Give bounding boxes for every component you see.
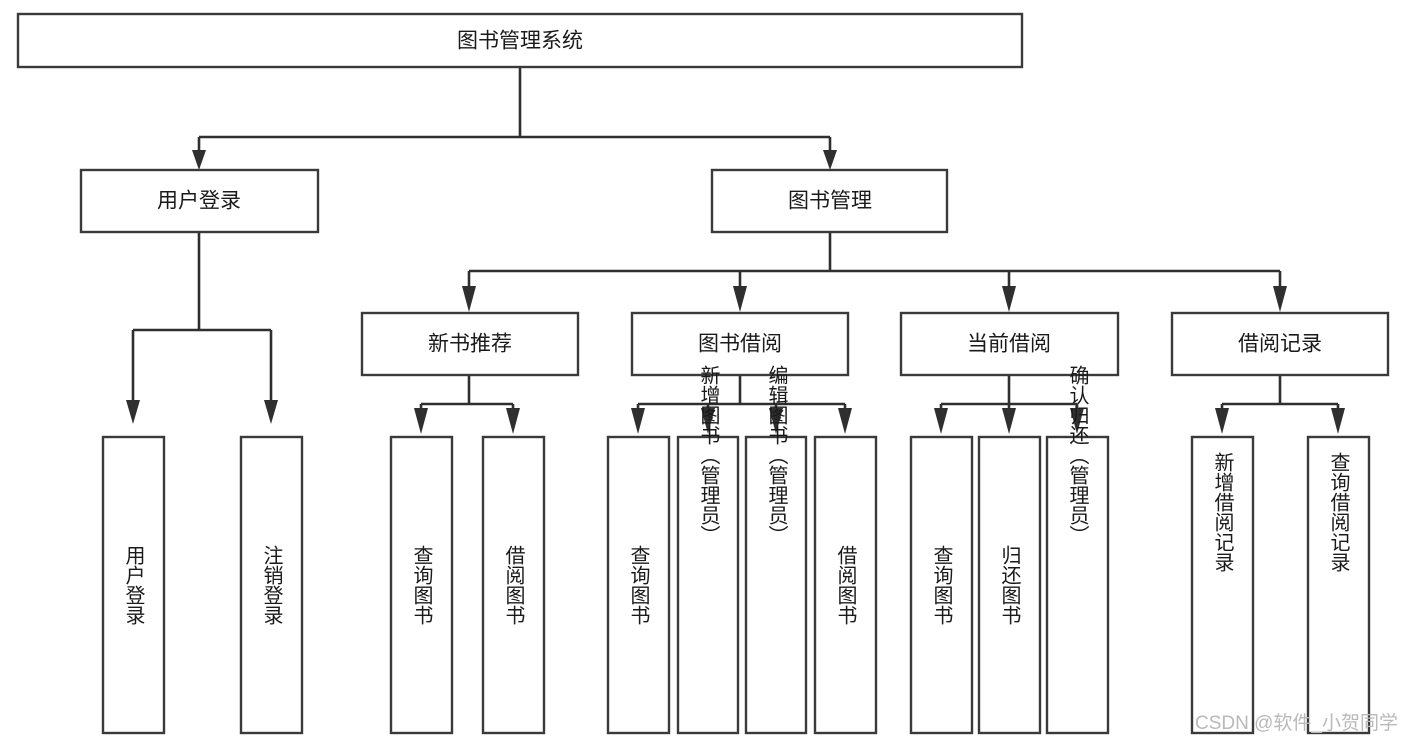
node-book-borrow[interactable]: 图书借阅	[630, 311, 850, 377]
node-leaf-add-borrow-record[interactable]: 新增借阅记录	[1190, 435, 1255, 735]
watermark: CSDN @软件_小贺同学	[1195, 712, 1398, 734]
node-borrow-record[interactable]: 借阅记录	[1170, 311, 1390, 377]
borrow-record-label: 借阅记录	[1238, 333, 1322, 356]
node-leaf-current-query-book[interactable]: 查询图书	[909, 435, 974, 735]
leaf-borrow-book-label: 借阅图书	[834, 545, 857, 625]
arrow-bookborrow-leaf-1	[631, 408, 645, 434]
leaf-user-login-label: 用户登录	[122, 545, 145, 625]
arrow-to-book-borrow	[733, 286, 747, 312]
arrow-to-userlogin	[192, 150, 206, 170]
node-new-book-recommend[interactable]: 新书推荐	[360, 311, 580, 377]
leaf-user-login-box[interactable]	[101, 435, 166, 735]
book-borrow-box[interactable]	[630, 311, 850, 377]
leaf-borrow-query-book-label: 查询图书	[627, 545, 650, 625]
leaf-newbook-borrow-book-label: 借阅图书	[502, 545, 525, 625]
leaf-add-book-admin-label: 新增图书（管理员）	[697, 365, 720, 545]
leaf-add-borrow-record-label: 新增借阅记录	[1211, 452, 1234, 572]
arrow-newbook-leaf-2	[506, 408, 520, 434]
current-borrow-box[interactable]	[899, 311, 1120, 377]
node-leaf-newbook-borrow-book[interactable]: 借阅图书	[481, 435, 546, 735]
leaf-newbook-borrow-book-box[interactable]	[481, 435, 546, 735]
leaf-query-borrow-record-label: 查询借阅记录	[1327, 452, 1350, 572]
arrow-currentborrow-leaf-1	[934, 408, 948, 434]
arrow-bookborrow-leaf-3	[769, 408, 783, 434]
arrow-to-current-borrow	[1002, 286, 1016, 312]
new-book-recommend-box[interactable]	[360, 311, 580, 377]
arrow-newbook-leaf-1	[414, 408, 428, 434]
node-leaf-borrow-query-book[interactable]: 查询图书	[606, 435, 671, 735]
leaf-confirm-return-admin-label: 确认归还（管理员）	[1066, 365, 1089, 545]
current-borrow-label: 当前借阅	[967, 333, 1051, 356]
leaf-add-book-admin-box[interactable]	[676, 435, 740, 735]
arrow-to-leaf-logout	[264, 400, 278, 424]
leaf-current-query-book-box[interactable]	[909, 435, 974, 735]
user-login-label: 用户登录	[157, 190, 241, 213]
node-leaf-query-borrow-record[interactable]: 查询借阅记录	[1306, 435, 1371, 735]
new-book-recommend-label: 新书推荐	[428, 333, 512, 356]
node-leaf-newbook-query-book[interactable]: 查询图书	[389, 435, 454, 735]
book-management-label: 图书管理	[788, 190, 872, 213]
root-box[interactable]	[16, 12, 1024, 69]
node-leaf-add-book-admin[interactable]: 新增图书（管理员）	[676, 365, 740, 735]
arrow-borrowrecord-leaf-1	[1215, 408, 1229, 434]
arrow-bookborrow-leaf-2	[701, 408, 715, 434]
leaf-confirm-return-admin-box[interactable]	[1045, 435, 1110, 735]
leaf-query-borrow-record-box[interactable]	[1306, 435, 1371, 735]
book-borrow-label: 图书借阅	[698, 333, 782, 356]
leaf-newbook-query-book-label: 查询图书	[410, 545, 433, 625]
leaf-return-book-label: 归还图书	[998, 545, 1021, 625]
arrow-to-new-book	[462, 286, 476, 312]
leaf-logout-box[interactable]	[239, 435, 304, 735]
node-leaf-borrow-book[interactable]: 借阅图书	[813, 435, 878, 735]
node-leaf-edit-book-admin[interactable]: 编辑图书（管理员）	[744, 365, 808, 735]
arrow-to-leaf-user-login	[126, 400, 140, 424]
leaf-borrow-query-book-box[interactable]	[606, 435, 671, 735]
arrow-borrowrecord-leaf-2	[1331, 408, 1345, 434]
borrow-record-box[interactable]	[1170, 311, 1390, 377]
node-leaf-user-login[interactable]: 用户登录	[101, 435, 166, 735]
arrow-currentborrow-leaf-3	[1070, 408, 1084, 434]
leaf-add-borrow-record-box[interactable]	[1190, 435, 1255, 735]
node-leaf-logout[interactable]: 注销登录	[239, 435, 304, 735]
connector-layer	[126, 67, 1345, 434]
arrow-bookborrow-leaf-4	[838, 408, 852, 434]
leaf-logout-label: 注销登录	[260, 545, 283, 625]
book-management-box[interactable]	[710, 168, 949, 234]
arrow-to-borrow-record	[1273, 286, 1287, 312]
arrow-currentborrow-leaf-2	[1002, 408, 1016, 434]
leaf-borrow-book-box[interactable]	[813, 435, 878, 735]
root-label: 图书管理系统	[457, 30, 583, 53]
node-root[interactable]: 图书管理系统	[16, 12, 1024, 69]
node-current-borrow[interactable]: 当前借阅	[899, 311, 1120, 377]
node-user-login[interactable]: 用户登录	[79, 168, 320, 234]
arrow-to-bookmgmt	[823, 150, 837, 170]
leaf-edit-book-admin-box[interactable]	[744, 435, 808, 735]
leaf-return-book-box[interactable]	[977, 435, 1042, 735]
leaf-current-query-book-label: 查询图书	[930, 545, 953, 625]
leaf-newbook-query-book-box[interactable]	[389, 435, 454, 735]
node-leaf-return-book[interactable]: 归还图书	[977, 435, 1042, 735]
user-login-box[interactable]	[79, 168, 320, 234]
leaf-edit-book-admin-label: 编辑图书（管理员）	[765, 365, 788, 545]
node-leaf-confirm-return-admin[interactable]: 确认归还（管理员）	[1045, 365, 1110, 735]
node-book-management[interactable]: 图书管理	[710, 168, 949, 234]
